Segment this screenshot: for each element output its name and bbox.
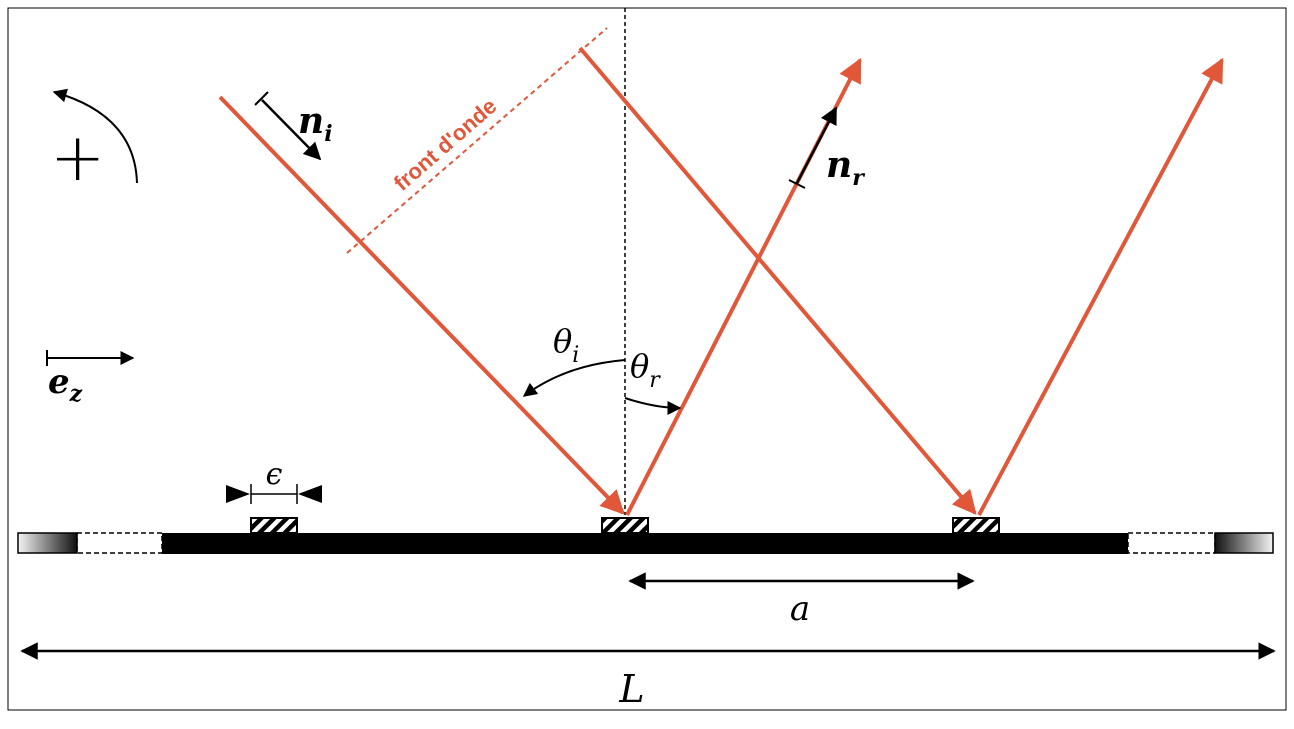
grating-element: [250, 517, 298, 534]
incident-ray-2: [578, 46, 977, 515]
positive-rotation-sign: +: [50, 119, 105, 196]
theta-i-arc-arrow: [522, 359, 626, 397]
epsilon-arrow-left: [226, 485, 250, 503]
n-i-label: ni: [298, 100, 333, 147]
theta-r-label: θr: [630, 347, 661, 393]
rotation-arrow-icon: [52, 88, 138, 184]
n-i-vector-arrow: [261, 99, 322, 161]
a-label: a: [790, 589, 810, 629]
n-i-tick: [254, 91, 269, 106]
epsilon-label: ϵ: [266, 457, 283, 492]
reflected-ray-2: [977, 57, 1224, 516]
grating-bar: [162, 533, 1128, 554]
epsilon-arrow-right: [298, 485, 322, 503]
n-r-tick: [788, 179, 806, 189]
grating-fade-left: [17, 532, 78, 554]
wavefront-line: [346, 27, 608, 254]
n-r-vector-arrow: [795, 106, 838, 184]
theta-i-label: θi: [553, 322, 579, 368]
grating-element: [952, 517, 1000, 534]
grating-element: [601, 517, 649, 534]
e-z-label: ez: [48, 362, 83, 407]
grating-dashed-left: [76, 532, 163, 554]
theta-r-arc-arrow: [624, 397, 682, 415]
L-label: L: [618, 667, 644, 711]
n-r-label: nr: [826, 144, 865, 191]
grating-fade-right: [1214, 532, 1274, 554]
incident-ray-1: [218, 95, 625, 515]
